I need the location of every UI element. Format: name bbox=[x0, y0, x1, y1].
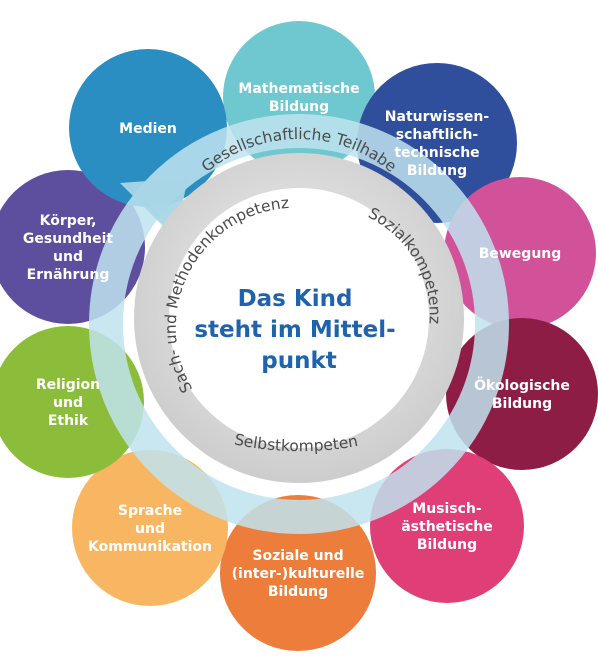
bubble-label-line: Religion bbox=[36, 377, 100, 393]
center-line-3: punkt bbox=[261, 348, 337, 374]
center-line-1: Das Kind bbox=[238, 286, 353, 312]
bubble-label-line: und bbox=[53, 395, 83, 411]
bubble-label-line: Mathematische bbox=[238, 81, 359, 97]
bubble-label-line: Medien bbox=[119, 121, 177, 137]
bubble-label-line: Bewegung bbox=[479, 246, 562, 262]
bubble-label-line: schaftlich- bbox=[396, 127, 479, 143]
bubble-label-line: Körper, bbox=[40, 213, 97, 229]
bubble-label-line: und bbox=[53, 249, 83, 265]
bubble-label-line: technische bbox=[394, 145, 479, 161]
bubble-label-line: Ernährung bbox=[27, 267, 110, 283]
bubble-label-line: (inter-)kulturelle bbox=[232, 566, 365, 582]
bubble-label-line: Bildung bbox=[492, 396, 552, 412]
bubble-label-line: Naturwissen- bbox=[385, 109, 490, 125]
bubble-label-line: und bbox=[135, 521, 165, 537]
bubble-label-line: Bildung bbox=[269, 99, 329, 115]
outer-ring bbox=[89, 114, 509, 534]
bubble-naturwissenschaft bbox=[357, 63, 517, 223]
bubble-label-line: Ethik bbox=[48, 413, 89, 429]
bubble-label-line: Soziale und bbox=[252, 548, 343, 564]
center-line-2: steht im Mittel- bbox=[194, 317, 395, 343]
bubble-soziale bbox=[220, 495, 376, 651]
bubble-label-line: Musisch- bbox=[412, 501, 482, 517]
bubble-label-bewegung: Bewegung bbox=[479, 246, 562, 262]
bubble-label-medien: Medien bbox=[119, 121, 177, 137]
bubble-label-line: Gesundheit bbox=[23, 231, 114, 247]
bubble-label-line: Ökologische bbox=[474, 376, 570, 394]
bubble-label-line: Sprache bbox=[118, 503, 182, 519]
bubble-label-line: Bildung bbox=[407, 163, 467, 179]
bubble-label-line: Bildung bbox=[268, 584, 328, 600]
bubble-label-line: Kommunikation bbox=[88, 539, 212, 555]
center-circle bbox=[169, 188, 429, 448]
bubble-label-line: Bildung bbox=[417, 537, 477, 553]
bubble-label-line: ästhetische bbox=[401, 519, 493, 535]
center-title: Das Kind steht im Mittel- punkt bbox=[194, 286, 403, 374]
